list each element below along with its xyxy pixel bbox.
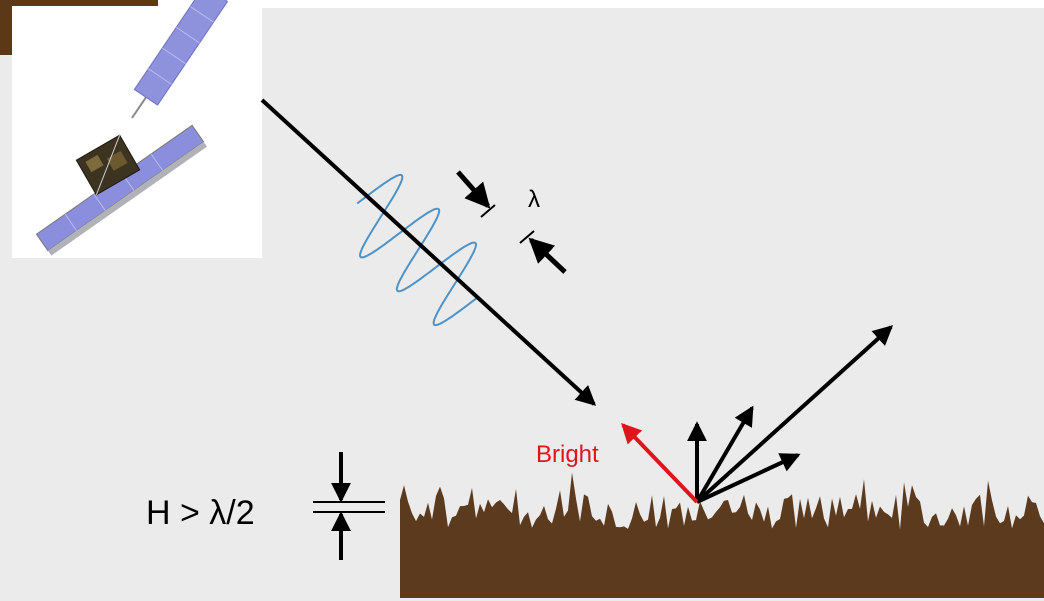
bright-label: Bright <box>536 441 599 468</box>
wavelength-tick-lower <box>519 230 535 244</box>
incident-ray-arrow <box>260 98 597 406</box>
satellite-icon <box>12 0 262 258</box>
scatter-arrow-mid <box>695 405 754 504</box>
specular-reflection-arrow <box>695 325 894 504</box>
scatter-arrow-right <box>696 453 801 504</box>
backscatter-arrow <box>621 422 699 504</box>
wavelength-label: λ <box>528 186 540 213</box>
rough-ground-surface <box>400 472 1044 598</box>
wavelength-arrow-lower <box>528 237 567 274</box>
height-condition-label: H > λ/2 <box>146 494 255 532</box>
top-strip <box>158 0 1044 8</box>
wavelength-arrow-upper <box>456 170 491 209</box>
wavelength-tick-upper <box>480 204 496 218</box>
